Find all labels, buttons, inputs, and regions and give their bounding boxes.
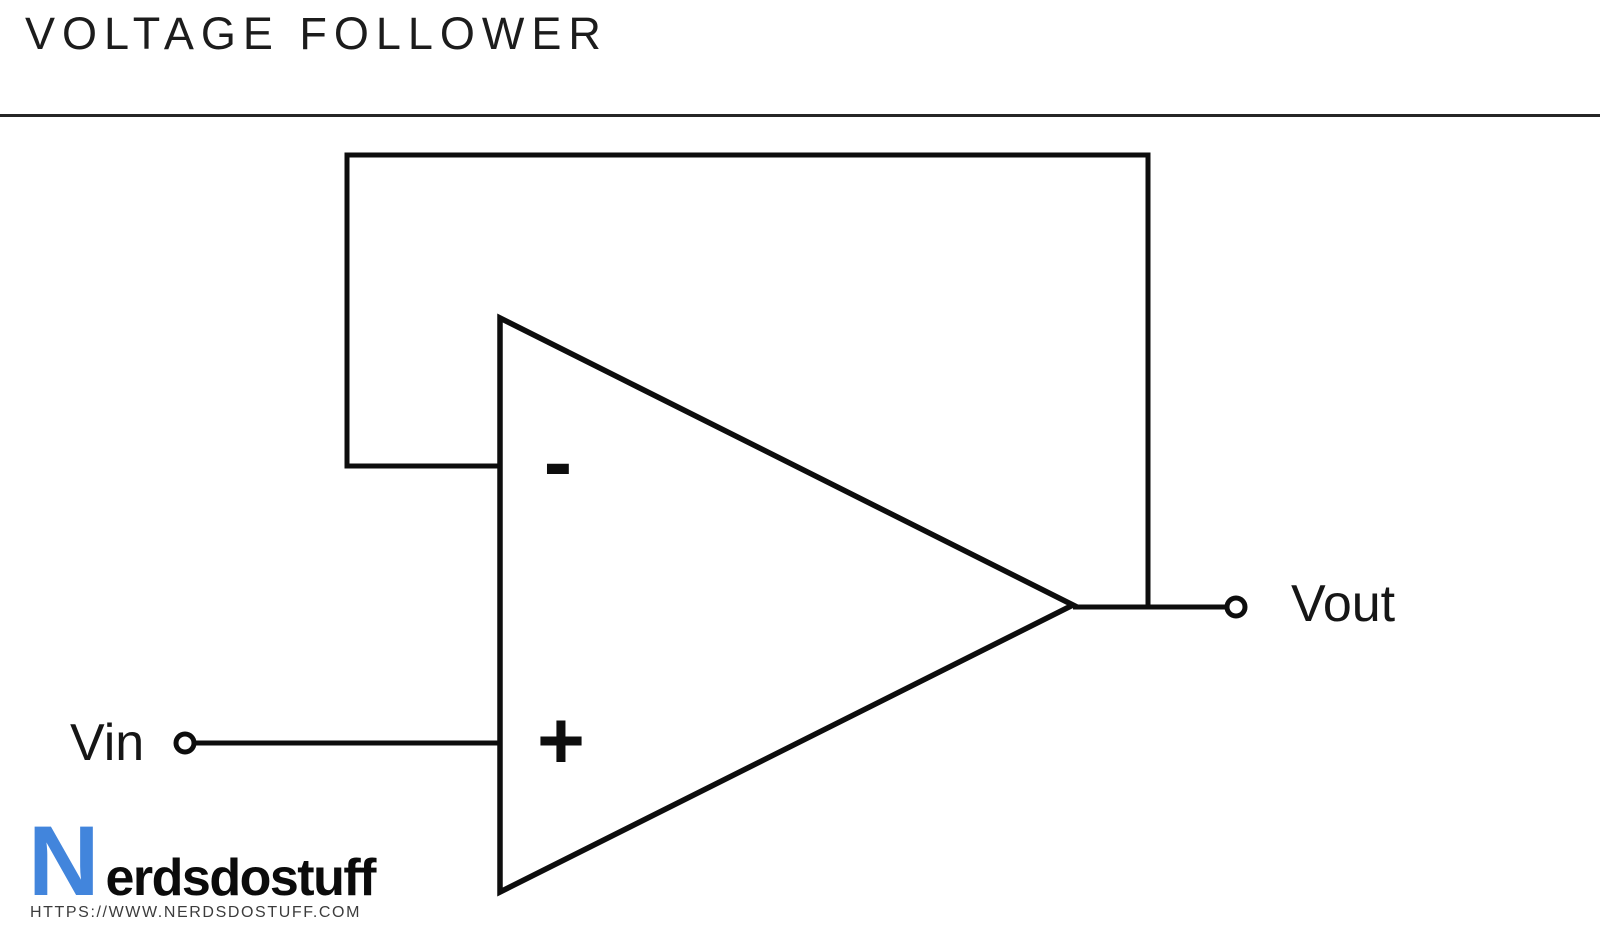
input-terminal-icon: [173, 731, 197, 755]
vout-label: Vout: [1291, 575, 1396, 633]
page-title: VOLTAGE FOLLOWER: [25, 8, 608, 59]
logo-wordmark: erdsdostuff: [105, 849, 377, 907]
opamp-triangle: [497, 313, 1080, 897]
vin-label: Vin: [70, 714, 145, 772]
logo: N erdsdostuff: [28, 805, 377, 916]
noninverting-input-label: +: [537, 695, 585, 787]
website-url: HTTPS://WWW.NERDSDOSTUFF.COM: [30, 904, 362, 921]
inverting-input-label: -: [543, 414, 573, 511]
logo-initial: N: [28, 805, 100, 916]
output-terminal-icon: [1224, 595, 1248, 619]
header-divider: [0, 114, 1600, 117]
feedback-wire: [344, 152, 1151, 607]
